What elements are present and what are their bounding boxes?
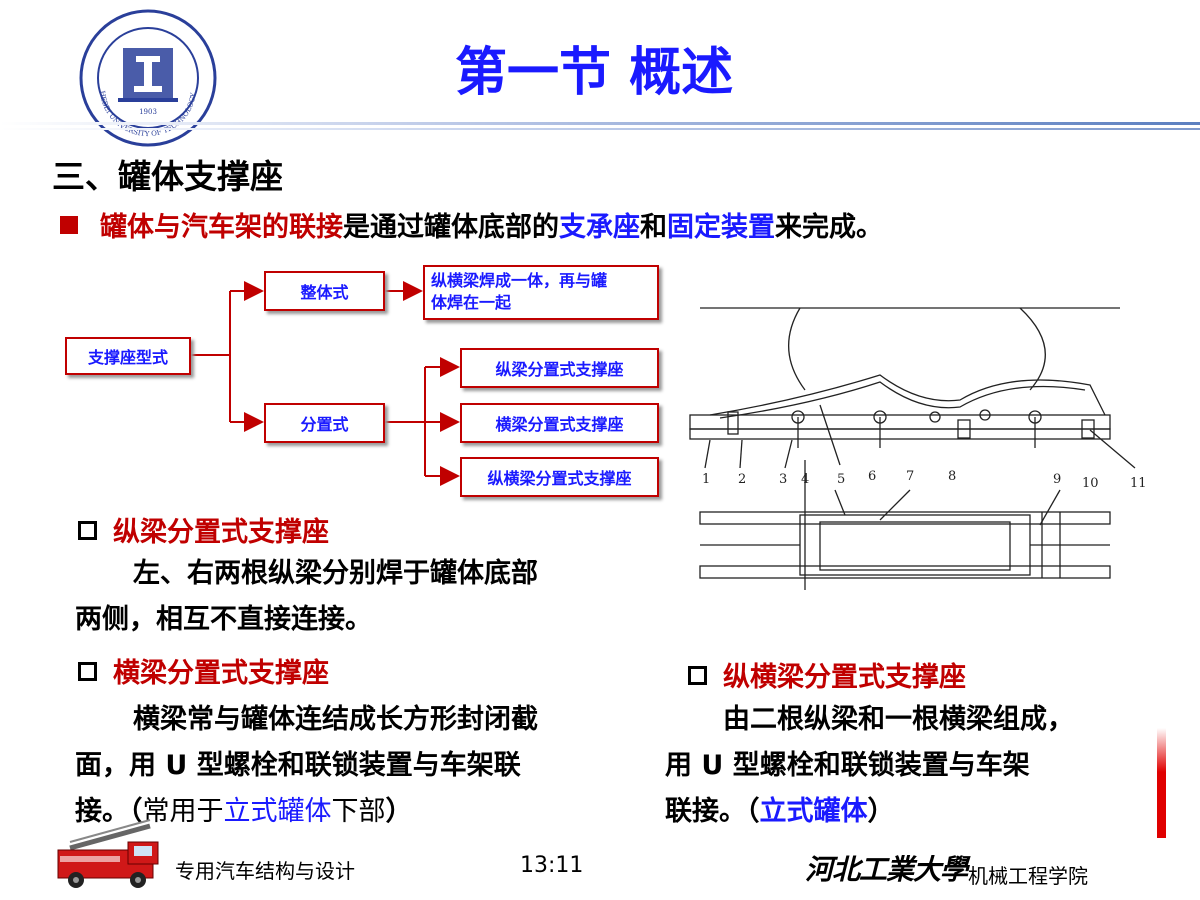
diagram-connectors <box>191 281 460 486</box>
footer-department: 机械工程学院 <box>968 864 1088 888</box>
fire-truck-image <box>50 818 168 892</box>
title-rule <box>0 122 1200 125</box>
diagram-integral-box: 整体式 <box>264 271 385 311</box>
item-transverse-heading: 横梁分置式支撑座 <box>78 651 329 690</box>
callout-2: 2 <box>738 472 746 487</box>
bullet-square-icon <box>60 216 78 234</box>
footer-time: 13:11 <box>520 853 584 878</box>
callout-4: 4 <box>801 472 809 487</box>
callout-6: 6 <box>868 469 876 484</box>
diagram-leaf-combined: 纵横梁分置式支撑座 <box>460 457 659 497</box>
diagram-separate-box: 分置式 <box>264 403 385 443</box>
callout-1: 1 <box>702 472 710 487</box>
callout-9: 9 <box>1053 472 1061 487</box>
item-longitudinal-text: 左、右两根纵梁分别焊于罐体底部 两侧，相互不直接连接。 <box>75 558 538 635</box>
hollow-square-icon <box>688 666 707 685</box>
page-title: 第一节 概述 <box>455 43 734 103</box>
callout-11: 11 <box>1130 476 1147 491</box>
item-longitudinal-heading: 纵梁分置式支撑座 <box>78 510 329 549</box>
hollow-square-icon <box>78 662 97 681</box>
school-calligraphy-logo: 河北工業大學 <box>805 853 968 886</box>
callout-3: 3 <box>779 472 787 487</box>
item-transverse-text: 横梁常与罐体连结成长方形封闭截 面，用 U 型螺栓和联锁装置与车架联 接。（常用… <box>75 704 538 827</box>
title-rule-2 <box>0 128 1200 130</box>
intro-bullet: 罐体与汽车架的联接是通过罐体底部的支承座和固定装置来完成。 <box>60 205 883 244</box>
section-heading: 三、罐体支撑座 <box>52 157 283 196</box>
hollow-square-icon <box>78 521 97 540</box>
item-combined-heading: 纵横梁分置式支撑座 <box>688 655 966 694</box>
callout-8: 8 <box>948 469 956 484</box>
accent-bar <box>1157 728 1166 838</box>
item-combined-text: 由二根纵梁和一根横梁组成， 用 U 型螺栓和联锁装置与车架 联接。（立式罐体） <box>665 704 1074 827</box>
diagram-integral-desc-box: 纵横梁焊成一体，再与罐 体焊在一起 <box>423 265 659 320</box>
diagram-leaf-longitudinal: 纵梁分置式支撑座 <box>460 348 659 388</box>
logo-year: 1903 <box>139 108 157 116</box>
footer-course: 专用汽车结构与设计 <box>175 859 355 883</box>
callout-5: 5 <box>837 472 845 487</box>
university-logo: HEBEI UNIVERSITY OF TECHNOLOGY 1903 <box>78 8 218 148</box>
support-seat-drawing: 1 2 3 4 5 6 7 8 9 10 11 <box>689 307 1147 590</box>
callout-7: 7 <box>906 469 914 484</box>
diagram-leaf-transverse: 横梁分置式支撑座 <box>460 403 659 443</box>
callout-10: 10 <box>1082 476 1099 491</box>
diagram-root-box: 支撑座型式 <box>65 337 191 375</box>
